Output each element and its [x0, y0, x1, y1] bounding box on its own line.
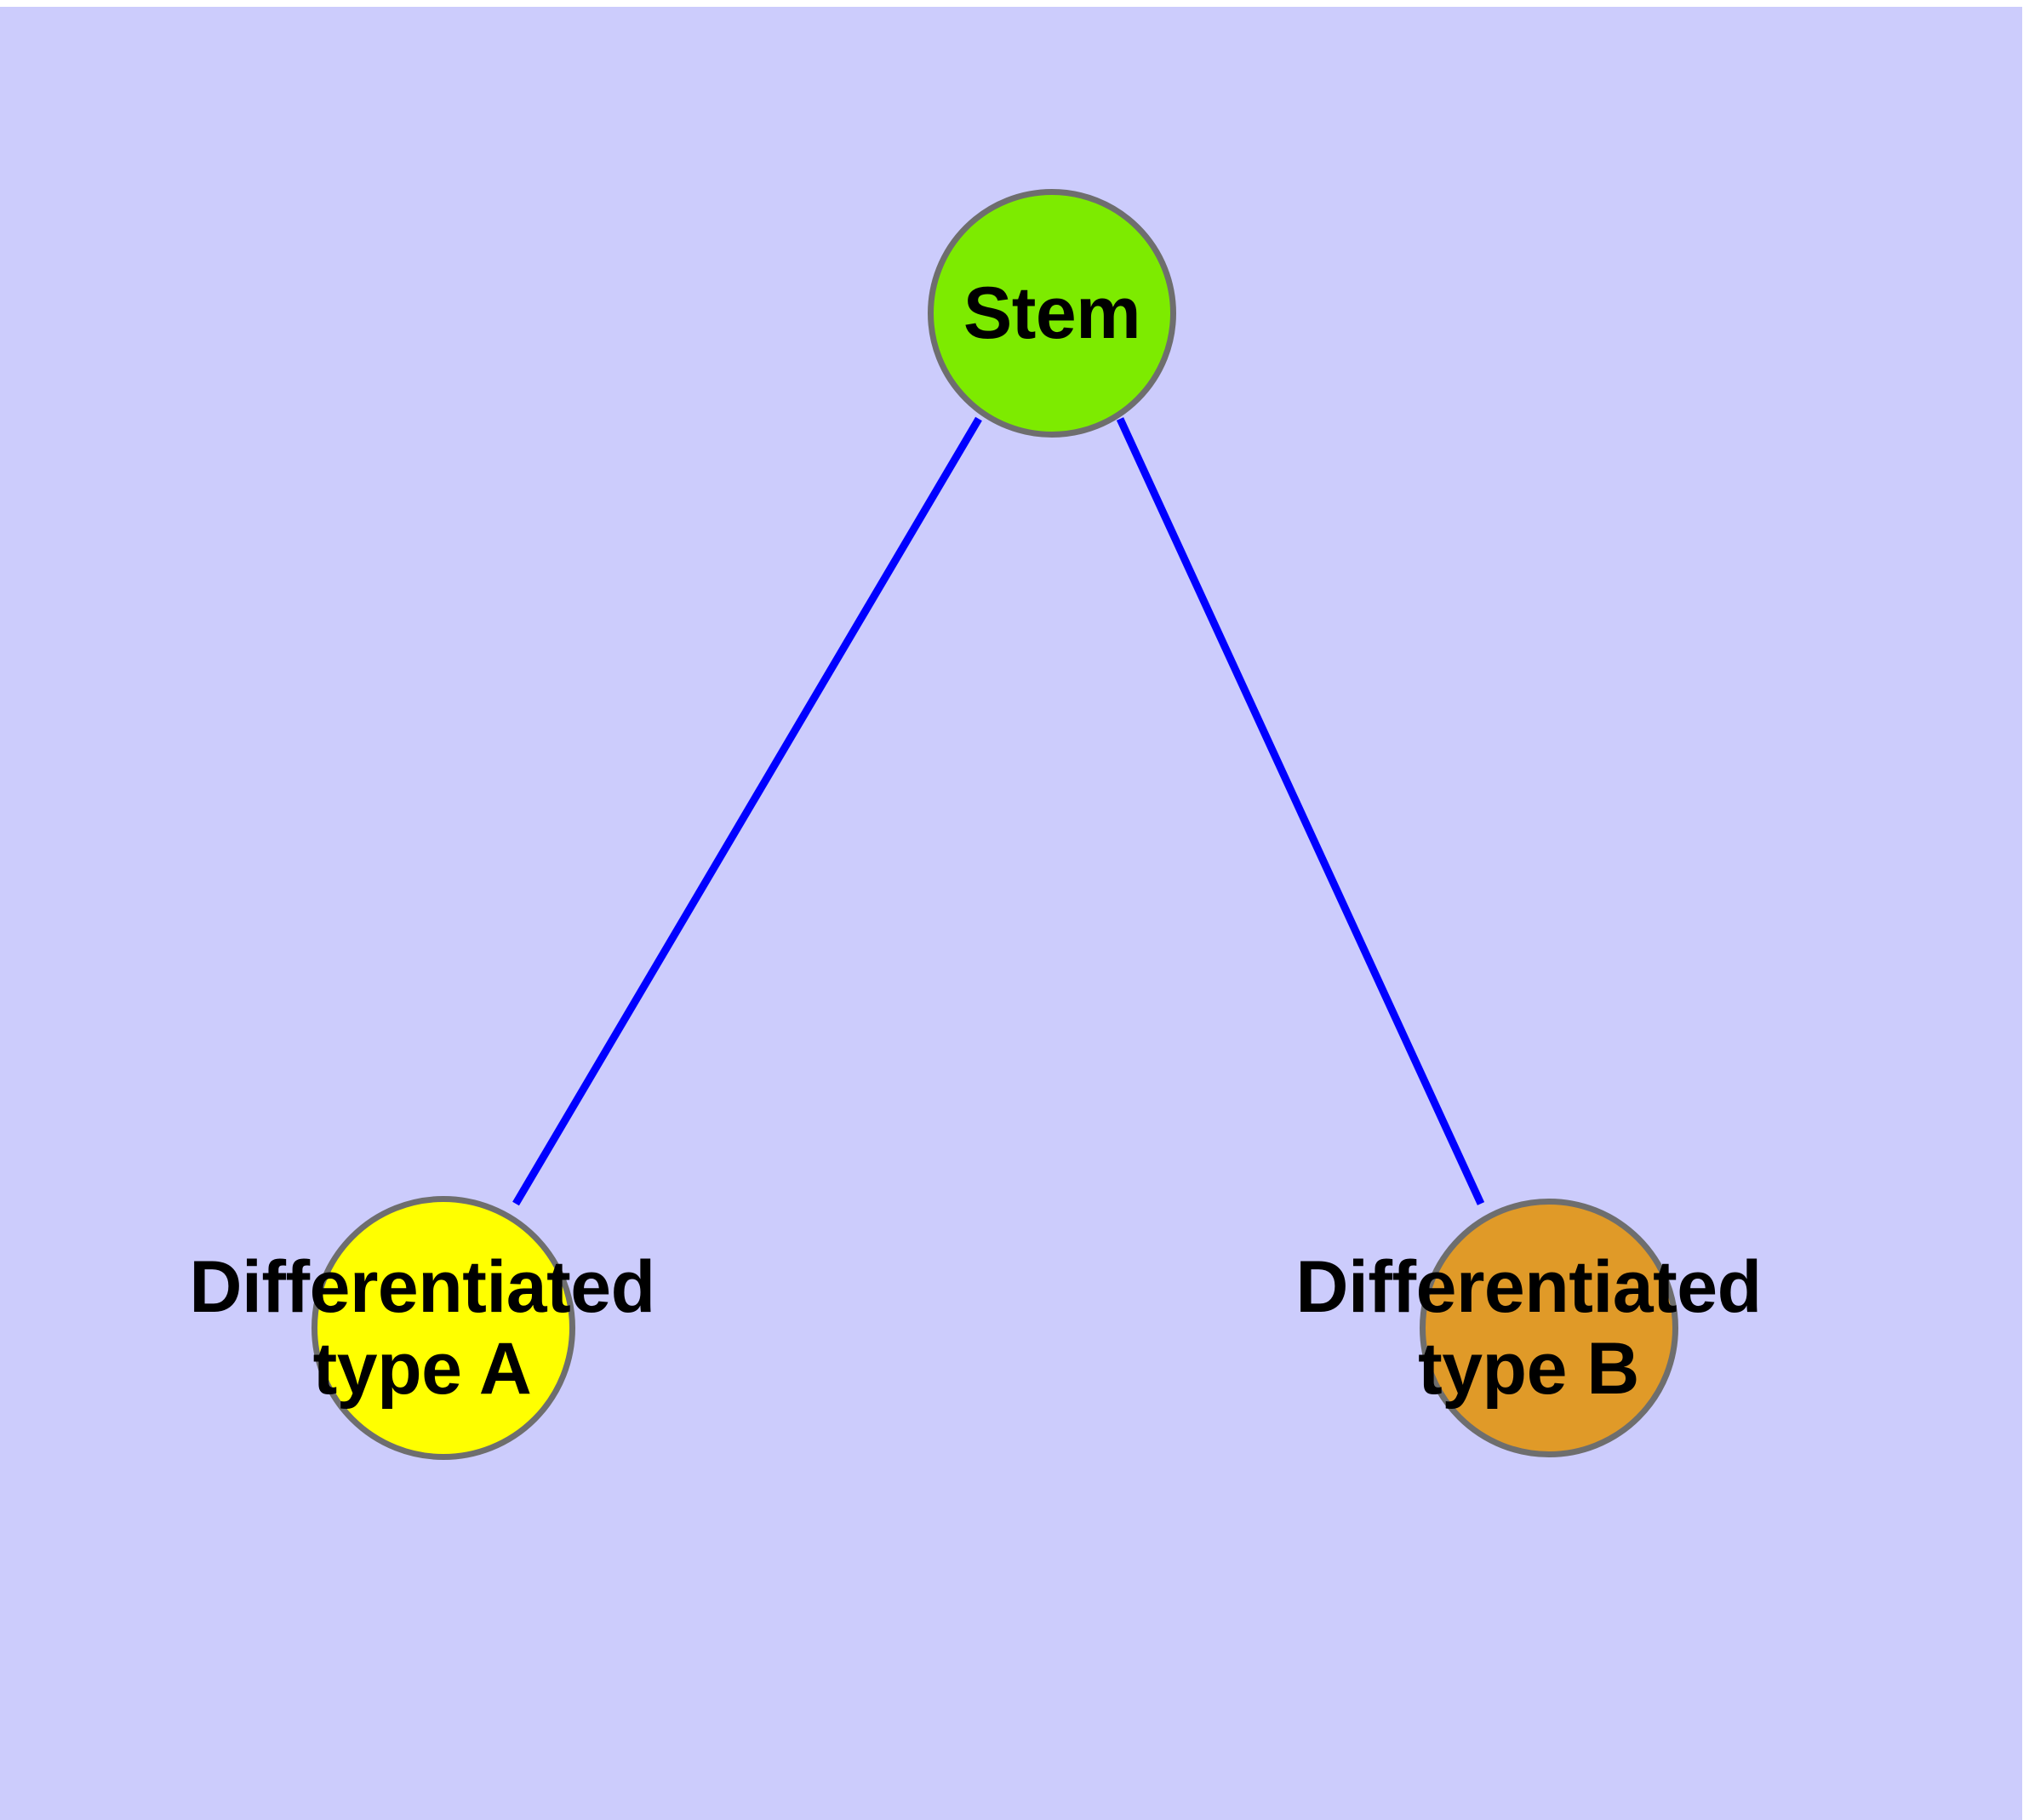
node-label-differentiated-type-b: Differentiated type B — [1295, 1245, 1762, 1410]
node-label-differentiated-type-a: Differentiated type A — [189, 1245, 655, 1410]
node-stem[interactable] — [928, 189, 1176, 438]
node-differentiated-type-a[interactable] — [311, 1196, 575, 1460]
node-differentiated-type-b[interactable] — [1420, 1199, 1678, 1457]
node-label-stem: Stem — [963, 272, 1141, 354]
